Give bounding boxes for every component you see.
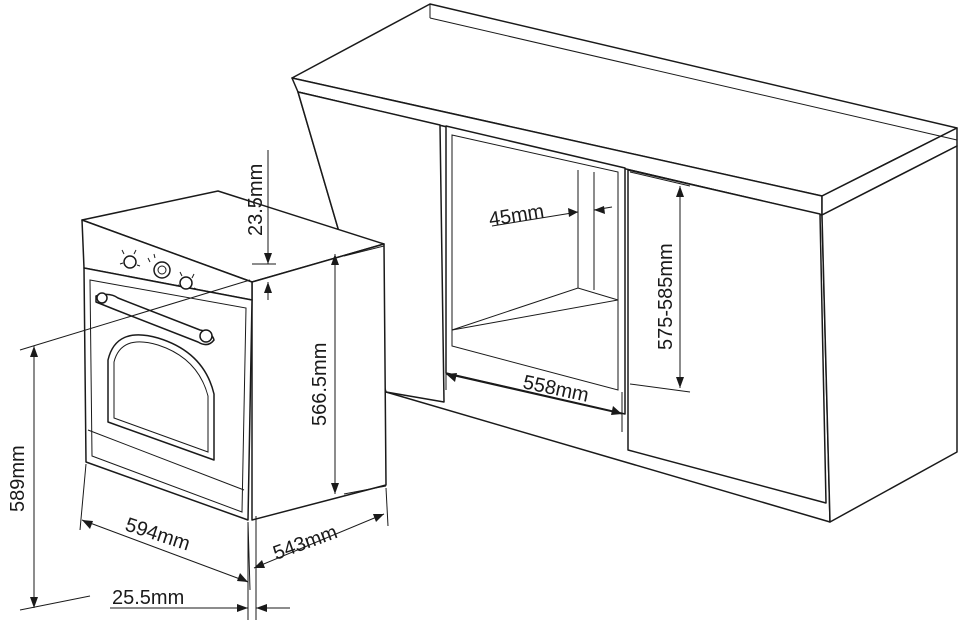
oven-window [107,334,215,461]
dim-25-5mm: 25.5mm [110,516,290,620]
countertop-back-line [429,17,958,141]
oven-door-frame [89,279,247,513]
knob-markers-icon [119,249,199,291]
oven [81,190,387,521]
knob-right-icon[interactable] [179,276,193,290]
cavity-floor [451,300,619,391]
oven-window-inner [113,341,209,453]
label-589mm: 589mm [7,445,29,512]
dim-23-5mm: 23.5mm [245,150,276,300]
knob-left-icon[interactable] [123,255,137,269]
oven-side [251,243,387,521]
label-543mm: 543mm [270,521,340,564]
label-594mm: 594mm [122,514,192,556]
right-door [627,169,827,504]
oven-cavity-frame [445,125,626,415]
knob-timer-center-icon [157,265,167,275]
label-575-585mm: 575-585mm [655,243,677,350]
cavity-bottom-edge [445,372,626,415]
handle-end-right-icon [199,329,213,343]
label-566-5mm: 566.5mm [309,343,331,426]
dim-589mm: 589mm [7,279,251,611]
dim-566-5mm: 566.5mm [309,245,387,495]
handle-end-left-icon [96,292,108,304]
oven-door-bottom-line [87,429,245,491]
label-23-5mm: 23.5mm [245,164,267,236]
label-25-5mm: 25.5mm [112,587,184,609]
cabinet-side [821,145,958,523]
kitchen-cabinet [291,3,958,523]
oven-handle[interactable] [95,293,215,346]
dim-575-585mm: 575-585mm [629,171,691,393]
knob-timer-icon[interactable] [153,261,171,279]
